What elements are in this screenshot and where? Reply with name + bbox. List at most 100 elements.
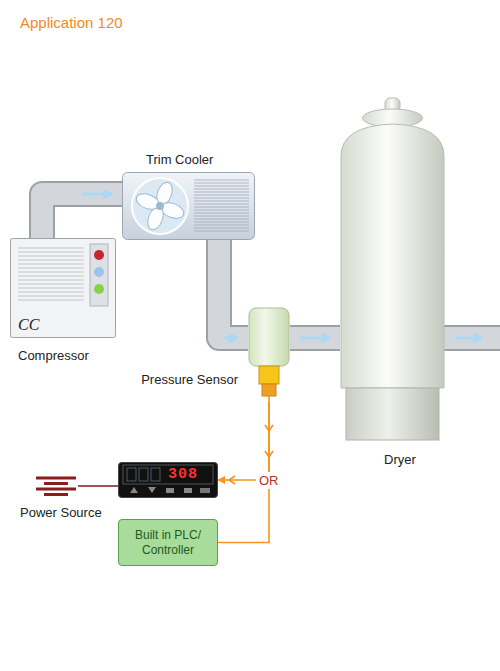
illustration-part — [194, 225, 249, 226]
illustration-part — [94, 250, 104, 260]
pipe-bore — [42, 194, 122, 238]
illustration-part — [346, 388, 439, 440]
illustration-part — [184, 488, 192, 493]
illustration-part — [119, 463, 218, 498]
illustration-part — [18, 248, 84, 249]
component-label: Trim Cooler — [146, 152, 213, 167]
illustration-part — [18, 260, 84, 261]
signal-line — [218, 402, 269, 480]
digital-display: 308 — [118, 462, 218, 498]
brand-logo: CC — [18, 316, 39, 334]
illustration-part — [194, 213, 249, 214]
illustration-part — [249, 308, 289, 366]
illustration-part — [18, 268, 84, 269]
illustration-part — [259, 366, 279, 384]
illustration-part — [194, 219, 249, 220]
illustration-part — [194, 183, 249, 184]
air-dryer: Dryer — [340, 96, 445, 441]
illustration-part — [194, 231, 249, 232]
illustration-part — [166, 488, 174, 493]
illustration-part — [44, 493, 68, 496]
pipe-bore — [219, 240, 248, 338]
flow-arrow — [300, 337, 330, 340]
illustration-part — [44, 482, 68, 485]
illustration-part — [194, 210, 249, 211]
illustration-part — [194, 201, 249, 202]
component-label: Compressor — [18, 348, 89, 363]
illustration-part — [132, 178, 188, 234]
illustration-part — [151, 468, 160, 481]
illustration-part — [194, 207, 249, 208]
line — [78, 485, 118, 486]
illustration-part — [18, 284, 84, 285]
illustration-part — [134, 191, 161, 212]
illustration-part — [18, 272, 84, 273]
illustration-part — [341, 124, 444, 388]
component-label: Dryer — [384, 452, 416, 467]
pipe-bore — [290, 327, 340, 349]
illustration-part — [268, 396, 270, 402]
trim-cooler: Trim Cooler — [122, 172, 255, 240]
illustration-part — [200, 488, 210, 493]
component-label: Power Source — [20, 505, 102, 520]
pressure-sensor-drawing — [248, 306, 290, 402]
illustration-part — [94, 267, 104, 277]
illustration-part — [148, 487, 156, 493]
illustration-part — [123, 465, 213, 484]
illustration-part — [194, 186, 249, 187]
flow-arrow — [82, 193, 112, 196]
illustration-part — [11, 239, 116, 338]
air-pipe — [290, 338, 340, 339]
battery-symbol: Power Source — [34, 475, 78, 497]
illustration-part — [18, 288, 84, 289]
illustration-part — [127, 468, 136, 481]
illustration-part — [194, 198, 249, 199]
illustration-part — [36, 488, 76, 491]
illustration-part — [194, 222, 249, 223]
component-label: Pressure Sensor — [141, 372, 238, 387]
junction-label: OR — [256, 472, 282, 489]
illustration-part — [18, 300, 84, 301]
pipe-wall — [290, 325, 340, 351]
box-text: Built in PLC/ Controller — [119, 528, 217, 558]
illustration-part — [194, 192, 249, 193]
illustration-part — [18, 292, 84, 293]
display-value: 308 — [168, 466, 198, 483]
line — [218, 402, 269, 480]
illustration-part — [18, 252, 84, 253]
air-pipe — [42, 194, 122, 238]
battery-symbol-drawing — [34, 475, 78, 497]
pressure-sensor: Pressure Sensor — [248, 306, 290, 402]
illustration-part — [90, 244, 108, 306]
illustration-part — [123, 173, 255, 240]
plc-controller-box: Built in PLC/ Controller — [118, 519, 218, 566]
trim-cooler-drawing — [122, 172, 255, 240]
flow-arrow — [223, 337, 238, 340]
compressor-unit: CCCompressor — [10, 238, 116, 338]
illustration-part — [94, 284, 104, 294]
flow-chevron — [229, 476, 235, 484]
illustration-part — [130, 487, 138, 493]
illustration-part — [194, 204, 249, 205]
power-wire — [78, 486, 118, 487]
pipe-wall — [42, 194, 122, 238]
illustration-part — [18, 264, 84, 265]
illustration-part — [156, 202, 164, 210]
illustration-part — [455, 337, 482, 340]
air-pipe — [219, 240, 248, 338]
air-dryer-drawing — [340, 96, 445, 441]
illustration-part — [139, 468, 148, 481]
illustration-part — [194, 195, 249, 196]
illustration-part — [18, 280, 84, 281]
pipe-wall — [219, 240, 248, 338]
illustration-part — [194, 228, 249, 229]
illustration-part — [18, 296, 84, 297]
illustration-part — [18, 256, 84, 257]
illustration-part — [36, 477, 76, 480]
illustration-part — [194, 180, 249, 181]
diagram-title: Application 120 — [20, 14, 123, 31]
illustration-part — [262, 384, 276, 396]
illustration-part — [194, 189, 249, 190]
